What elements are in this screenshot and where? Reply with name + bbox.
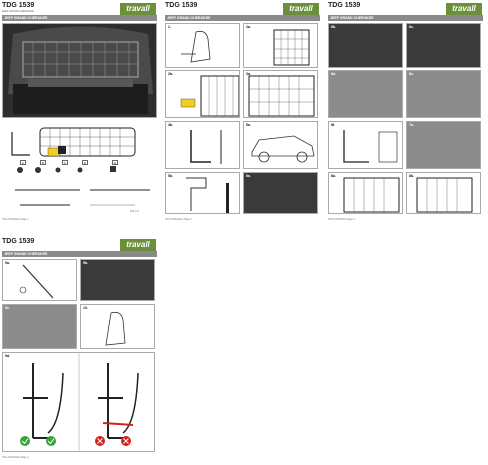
car-outline-illustration [251, 135, 315, 163]
sheet-subtitle-small: JEEP GRAND CHEROKEE [2, 10, 92, 13]
mesh-with-pad-illustration [180, 75, 239, 117]
part-label-c: C [62, 160, 68, 165]
step-number: 6b. [331, 25, 337, 29]
step-panel-8b: 8b. [406, 172, 481, 214]
step-number: 7a. [409, 123, 414, 127]
step-number: 2a. [246, 25, 251, 29]
vehicle-bar: JEEP GRAND CHEROKEE [165, 15, 320, 21]
part-label-a: A [20, 160, 26, 165]
step-number: 9a. [5, 261, 10, 265]
sheet-title: TDG 1539 [328, 2, 361, 9]
step-panel-10: 10. [80, 304, 155, 349]
parts-diagram [11, 127, 150, 206]
step-number: 4b. [168, 123, 174, 127]
step-panel-6a: 6a. [243, 172, 318, 214]
step-number: 1. [168, 25, 171, 29]
step-panel-9d: 9d. [2, 352, 155, 452]
sheet-title: TDG 1539 [165, 2, 198, 9]
step-number: 8f. [331, 123, 336, 127]
step-number: 9c. [5, 306, 10, 310]
clamp-illustration [186, 177, 229, 213]
instruction-sheet-4: TDG 1539 travall JEEP GRAND CHEROKEE 9a.… [0, 236, 160, 464]
mesh-detail-illustration [248, 75, 315, 117]
step-number: 8b. [409, 174, 415, 178]
part-label-e: E [112, 160, 118, 165]
subtitle-line: JEEP GRAND CHEROKEE [2, 10, 34, 13]
seat-illustration [181, 30, 211, 63]
step-panel-9c: 9c. [2, 304, 77, 349]
step-number: 8e. [409, 72, 414, 76]
mesh-side-illustration [416, 177, 473, 213]
sheet-footer: TDG-1539-ENG-Page 3 [328, 218, 355, 221]
vehicle-bar: JEEP GRAND CHEROKEE [2, 251, 157, 257]
step-panel-2a: 2a. [243, 23, 318, 68]
guard-frame-illustration [273, 29, 310, 66]
vehicle-bar: JEEP GRAND CHEROKEE [328, 15, 483, 21]
step-panel-8e: 8e. [406, 70, 481, 118]
step-number: 5a. [246, 123, 251, 127]
step-panel-7a: 7a. [406, 121, 481, 169]
step-panel-5a: 5a. [243, 121, 318, 169]
vehicle-bar: JEEP GRAND CHEROKEE [2, 15, 157, 21]
correct-check-icon [20, 436, 30, 446]
instruction-sheet-3: TDG 1539 travall JEEP GRAND CHEROKEE 6b.… [326, 0, 486, 225]
step-panel-8f: 8f. [328, 121, 403, 169]
step-number: 6c. [409, 25, 414, 29]
bracket-illustration [190, 130, 222, 164]
step-number: 9b. [83, 261, 89, 265]
headrest-illustration [105, 311, 126, 346]
part-label-d: D [82, 160, 88, 165]
sheet-footer: TDG-1539-ENG-Page 1 [2, 218, 29, 221]
step-panel-1: 1. [165, 23, 240, 68]
dimension-label: 300 mm [130, 210, 140, 213]
step-panel-9a: 9a. [2, 259, 77, 301]
fastener-illustration [343, 130, 398, 163]
sheet-footer: TDG-1539-ENG-Page 2 [165, 218, 192, 221]
correct-incorrect-fitting-illustration [20, 353, 139, 451]
vehicle-photo [2, 23, 157, 118]
sheet-title: TDG 1539 [2, 2, 35, 9]
mesh-corner-illustration [343, 177, 400, 213]
strap-illustration [19, 264, 54, 299]
step-number: 6a. [246, 174, 251, 178]
step-panel-5b: 5b. [165, 172, 240, 214]
part-label-b: B [40, 160, 46, 165]
step-panel-9b: 9b. [80, 259, 155, 301]
step-number: 8a. [331, 174, 336, 178]
step-panel-3a: 3a. [243, 70, 318, 118]
step-panel-8d: 8d. [328, 70, 403, 118]
step-panel-6b: 6b. [328, 23, 403, 68]
brand-logo: travall [120, 239, 156, 251]
step-panel-2b: 2b. [165, 70, 240, 118]
step-number: 8d. [331, 72, 337, 76]
step-number: 2b. [168, 72, 174, 76]
step-number: 10. [83, 306, 88, 310]
instruction-sheet-1: TDG 1539 JEEP GRAND CHEROKEE travall JEE… [0, 0, 160, 225]
brand-logo: travall [120, 3, 156, 15]
correct-check-icon [46, 436, 56, 446]
step-panel-8a: 8a. [328, 172, 403, 214]
dog-guard-photo-illustration [3, 24, 156, 117]
brand-logo: travall [446, 3, 482, 15]
sheet-footer: TDG-1539-ENG-Page 4 [2, 456, 29, 459]
step-panel-6c: 6c. [406, 23, 481, 68]
step-number: 5b. [168, 174, 174, 178]
step-number: 3a. [246, 72, 251, 76]
instruction-sheet-2: TDG 1539 travall JEEP GRAND CHEROKEE 1. … [163, 0, 323, 225]
sheet-title: TDG 1539 [2, 238, 35, 245]
brand-logo: travall [283, 3, 319, 15]
step-number: 9d. [5, 354, 11, 358]
step-panel-4b: 4b. [165, 121, 240, 169]
